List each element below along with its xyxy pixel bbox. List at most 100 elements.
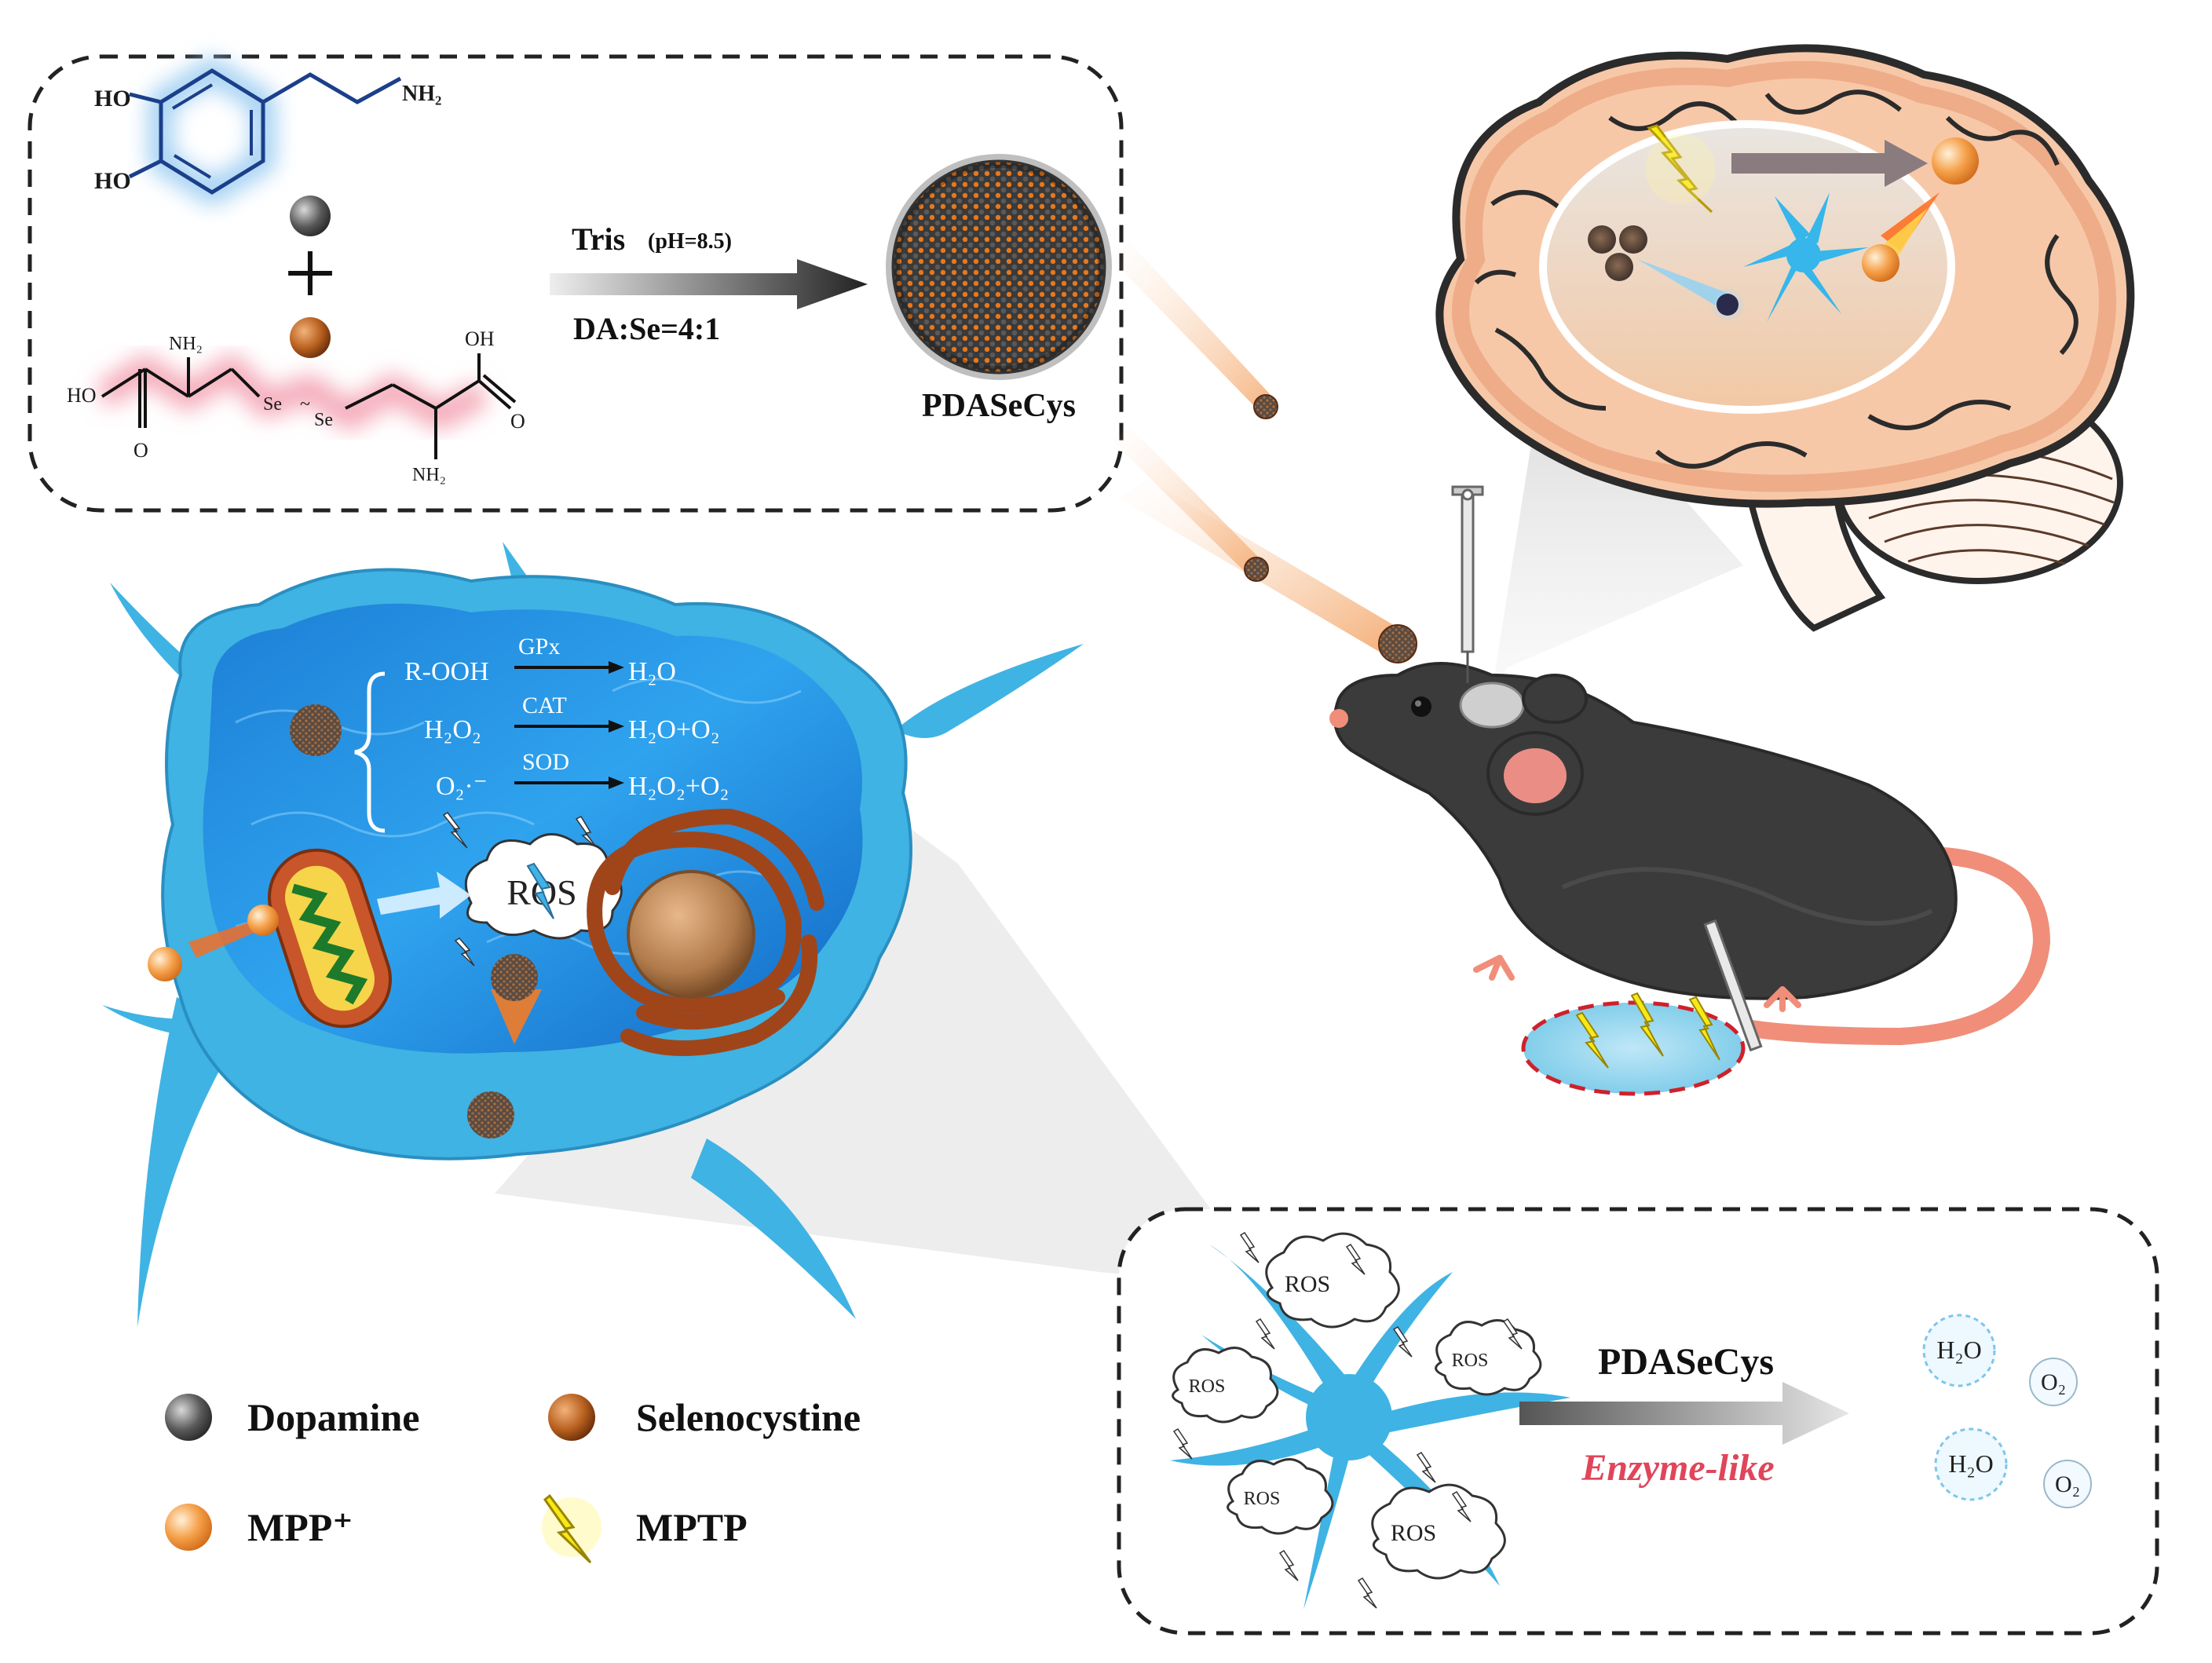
cell-illustration: R-OOH GPx H₂O H₂O₂ CAT H₂O+O₂ O₂·⁻ SOD H… (102, 542, 1268, 1327)
rxn3-left: O₂·⁻ (436, 772, 488, 801)
o2-label-2: O₂ (2055, 1471, 2080, 1497)
flying-nanoparticle-2 (1244, 557, 1269, 582)
cranial-window (1459, 682, 1525, 729)
oh-label-selenocystine: OH (465, 327, 495, 350)
flying-nanoparticle-3 (1378, 624, 1417, 663)
mechanism-agent-label: PDASeCys (1598, 1341, 1774, 1383)
endoplasmic-reticulum (587, 808, 824, 1056)
cell-nanoparticle-3 (467, 1091, 514, 1139)
dopamine-sphere (290, 196, 331, 236)
injection-region (1521, 1000, 1746, 1096)
mechanism-arrow (1519, 1382, 1849, 1445)
ph-label: (pH=8.5) (648, 229, 732, 254)
ros-label-m1: ROS (1285, 1271, 1330, 1297)
h2o-label-2: H₂O (1948, 1449, 1993, 1478)
mptp-bolts-abdomen (1575, 992, 1720, 1069)
legend-mpp-label: MPP⁺ (247, 1505, 353, 1549)
ros-cloud-m4: ROS (1227, 1458, 1334, 1535)
synthesis-arrow (550, 259, 868, 309)
h2o-label-1: H₂O (1936, 1336, 1981, 1364)
mouse-illustration (1329, 485, 2051, 1096)
legend-dopamine-label: Dopamine (247, 1395, 419, 1439)
se-label-2: Se (314, 410, 333, 430)
flying-nanoparticle-1 (1253, 394, 1278, 419)
conversion-arrow (1731, 140, 1928, 187)
legend-dopamine-icon (165, 1394, 212, 1441)
ros-label-m3: ROS (1452, 1351, 1489, 1371)
nh2-label-selenocystine-1: NH₂ (169, 334, 203, 354)
selenocystine-structure: HO O NH₂ Se ~ Se NH₂ OH O (67, 327, 525, 485)
synthesis-panel-border (27, 54, 1124, 513)
mechanism-panel: ROS ROS ROS ROS ROS (1117, 1207, 2159, 1636)
plus-sign: + (283, 221, 337, 325)
product-h2o-2: H₂O (1934, 1427, 2008, 1501)
rxn2-right: H₂O+O₂ (628, 715, 720, 744)
rxn2-left: H₂O₂ (424, 715, 481, 744)
ho-label-2: HO (94, 168, 131, 194)
rxn2-enzyme: CAT (522, 693, 567, 718)
mptp-bolt-in-brain (1645, 124, 1716, 214)
mpp-outside-cell (148, 947, 182, 981)
ros-cloud-m2: ROS (1172, 1347, 1279, 1424)
rxn1-right: H₂O (628, 657, 676, 686)
o-label-right: O (510, 410, 525, 433)
legend-mpp-icon (165, 1504, 212, 1551)
selenocystine-sphere (290, 317, 331, 358)
brain-neuron (1743, 192, 1869, 322)
mito-ros-arrow (377, 872, 471, 919)
legend-selenocystine-label: Selenocystine (636, 1395, 861, 1439)
brain-stem (1746, 499, 1886, 632)
rxn3-enzyme: SOD (522, 749, 569, 775)
legend-mptp-icon (542, 1493, 601, 1564)
rxn1-enzyme: GPx (518, 634, 560, 660)
brain-syringe (1451, 485, 1484, 683)
abdomen-syringe (1703, 919, 1763, 1052)
cell-zoom-beam (495, 785, 1268, 1288)
mpp-fireball-brain (1862, 244, 1899, 282)
ratio-label: DA:Se=4:1 (573, 311, 720, 346)
nh2-label-dopamine: NH₂ (402, 82, 441, 106)
se-label-1: Se (263, 394, 282, 415)
ros-cloud-m3: ROS (1435, 1319, 1542, 1396)
legend-mptp-label: MPTP (636, 1505, 748, 1549)
nh2-label-selenocystine-2: NH₂ (412, 465, 446, 485)
mechanism-mode-label: Enzyme-like (1581, 1447, 1774, 1489)
cell-nanoparticle-1 (290, 704, 342, 756)
ros-cloud-m5: ROS (1371, 1483, 1506, 1580)
mouse-body (1333, 662, 1958, 1000)
legend-selenocystine-icon (548, 1394, 595, 1441)
cell-nanoparticle-2 (491, 954, 538, 1001)
mpp-entering-cell (247, 905, 279, 936)
rxn1-left: R-OOH (404, 657, 489, 686)
tris-label: Tris (572, 221, 625, 257)
reaction-brace (354, 671, 386, 833)
mouse-tail (1742, 847, 2051, 1046)
brain-illustration (1435, 44, 2135, 691)
mitochondrion (268, 848, 392, 1029)
nucleus (627, 870, 755, 999)
o2-label-1: O₂ (2041, 1369, 2066, 1395)
product-o2-1: O₂ (2029, 1358, 2078, 1406)
synthesis-panel: HO HO NH₂ + HO O NH₂ Se (27, 54, 1124, 513)
product-h2o-1: H₂O (1922, 1314, 1996, 1387)
ho-label-selenocystine: HO (67, 384, 97, 407)
brain-inset (1539, 120, 1955, 414)
product-o2-2: O₂ (2043, 1460, 2092, 1508)
pdasecys-nanoparticle (891, 159, 1106, 375)
ros-label-m4: ROS (1244, 1489, 1281, 1509)
ros-cloud-cell: ROS (464, 833, 623, 940)
ros-label-m2: ROS (1189, 1376, 1226, 1397)
ros-cloud-m1: ROS (1265, 1232, 1400, 1329)
rxn3-right: H₂O₂+O₂ (628, 772, 729, 801)
pdasecys-label: PDASeCys (922, 388, 1076, 424)
ho-label-1: HO (94, 86, 131, 111)
legend: Dopamine Selenocystine MPP⁺ MPTP (165, 1394, 861, 1564)
nanoparticle-trails (1107, 243, 1417, 663)
ros-label-m5: ROS (1391, 1520, 1436, 1546)
o-label-left: O (133, 439, 148, 462)
se-separator: ~ (300, 394, 310, 415)
mpp-in-brain (1932, 137, 1979, 185)
dopamine-structure: HO HO NH₂ (94, 57, 441, 207)
